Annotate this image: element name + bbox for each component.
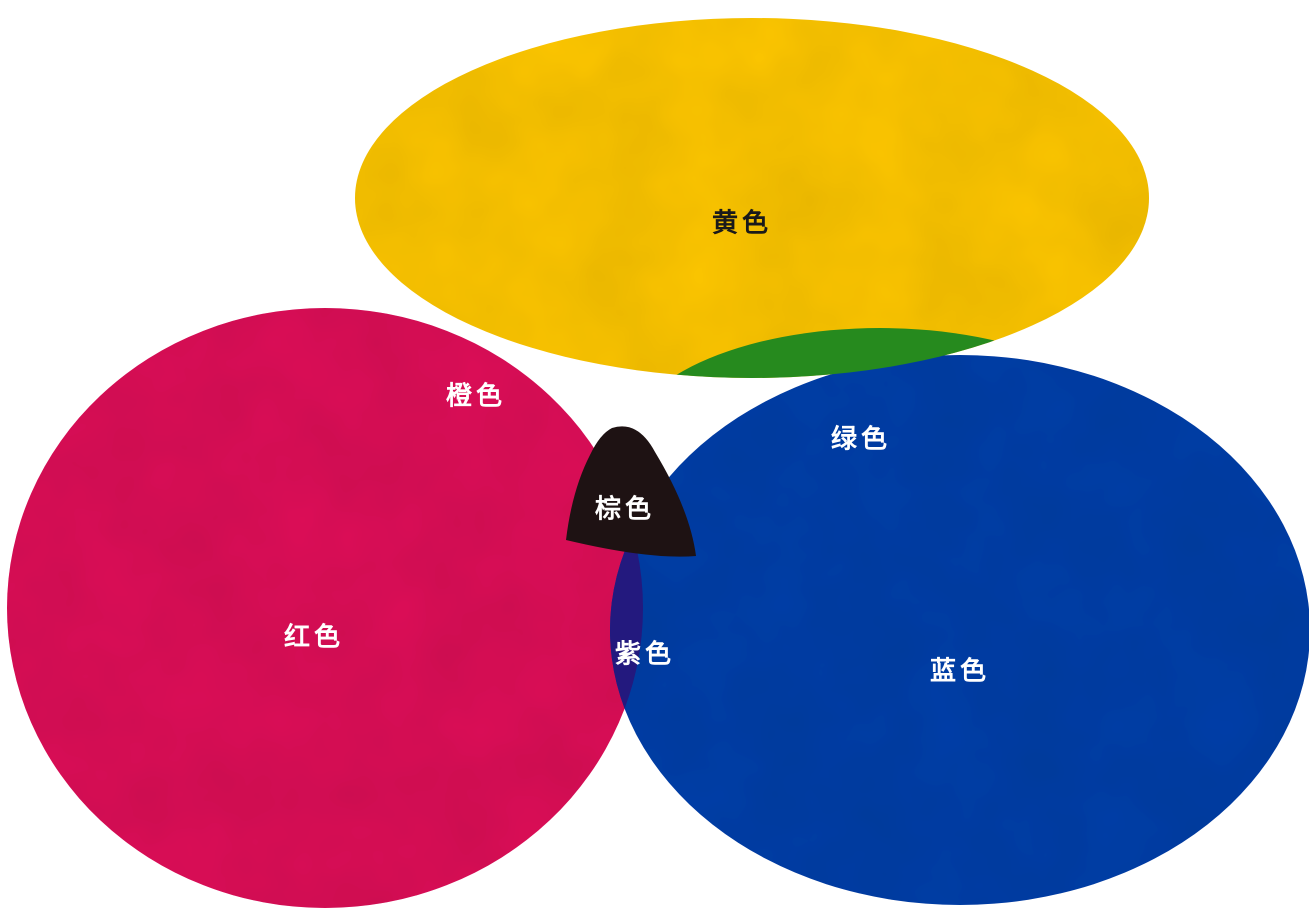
label-blue: 蓝色 bbox=[930, 656, 990, 687]
label-orange: 橙色 bbox=[446, 381, 506, 412]
label-yellow: 黄色 bbox=[712, 208, 772, 239]
label-purple: 紫色 bbox=[615, 639, 675, 670]
label-red: 红色 bbox=[284, 622, 344, 653]
yellow-circle bbox=[355, 18, 1149, 378]
label-green: 绿色 bbox=[831, 424, 891, 455]
label-brown: 棕色 bbox=[595, 494, 655, 525]
blue-circle bbox=[610, 355, 1309, 905]
red-circle bbox=[7, 308, 643, 908]
